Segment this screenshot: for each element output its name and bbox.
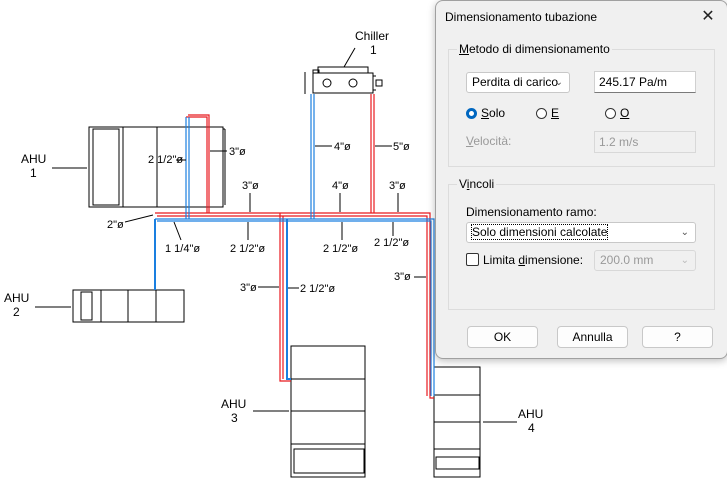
pipe-size-label: 2 1/2"ø [300, 283, 335, 295]
ahu-4-unit[interactable] [433, 366, 481, 478]
supply-pipes [155, 94, 434, 399]
radio-selected-icon [466, 108, 477, 119]
pipe-sizing-dialog: Dimensionamento tubazione ✕ Metodo di di… [435, 0, 727, 359]
ahu-2-unit[interactable] [72, 289, 185, 323]
branch-sizing-label: Dimensionamento ramo: [466, 205, 597, 219]
ok-button[interactable]: OK [467, 326, 538, 348]
pipe-size-label: 4"ø [332, 180, 349, 192]
dialog-title: Dimensionamento tubazione [445, 10, 598, 24]
close-icon[interactable]: ✕ [701, 8, 715, 25]
branch-sizing-select[interactable]: Solo dimensioni calcolate ⌄ [466, 222, 696, 243]
pipe-size-label: 3"ø [389, 180, 406, 192]
checkbox-icon [466, 253, 479, 266]
pipe-size-label: 4"ø [334, 141, 351, 153]
ahu-1-number: 1 [30, 166, 37, 180]
pipe-size-label: 3"ø [242, 180, 259, 192]
pipe-size-label: 2 1/2"ø [148, 154, 183, 166]
ahu-1-unit[interactable] [88, 126, 226, 208]
velocity-input[interactable]: 1.2 m/s [594, 131, 696, 153]
pipe-size-label: 3"ø [229, 146, 246, 158]
ahu-3-label: AHU [221, 397, 246, 411]
ahu-2-label: AHU [4, 291, 29, 305]
chevron-down-icon: ⌄ [680, 255, 689, 266]
ahu-2-number: 2 [13, 305, 20, 319]
radio-and[interactable]: E [536, 105, 559, 121]
pipe-size-label: 3"ø [240, 282, 257, 294]
radio-icon [536, 108, 547, 119]
pressure-drop-input[interactable]: 245.17 Pa/m [594, 71, 696, 93]
ahu-3-unit[interactable] [290, 345, 366, 478]
ahu-3-number: 3 [231, 411, 238, 425]
chiller-label: Chiller [355, 29, 389, 43]
limit-size-select[interactable]: 200.0 mm ⌄ [594, 250, 696, 271]
sizing-method-group: Metodo di dimensionamento Perdita di car… [448, 42, 715, 167]
pipe-size-label: 1 1/4"ø [165, 243, 200, 255]
help-button[interactable]: ? [642, 326, 713, 348]
ahu-4-number: 4 [528, 421, 535, 435]
pipe-size-label: 5"ø [393, 141, 410, 153]
constraints-group-label: Vincoli [457, 177, 497, 191]
dialog-titlebar[interactable]: Dimensionamento tubazione ✕ [436, 1, 727, 33]
chiller-unit[interactable] [304, 47, 383, 94]
pipe-size-label: 2"ø [107, 219, 124, 231]
radio-icon [605, 108, 616, 119]
sizing-method-group-label: Metodo di dimensionamento [457, 42, 612, 56]
velocity-label: Velocità: [466, 134, 512, 148]
chevron-down-icon: ⌄ [554, 77, 563, 88]
radio-or[interactable]: O [605, 105, 629, 121]
return-pipes [154, 94, 435, 396]
cancel-button[interactable]: Annulla [557, 326, 628, 348]
pipe-network[interactable] [154, 94, 435, 399]
pipe-size-label: 2 1/2"ø [323, 243, 358, 255]
sizing-method-select[interactable]: Perdita di carico ⌄ [466, 72, 570, 93]
pipe-size-label: 3"ø [394, 271, 411, 283]
limit-size-checkbox[interactable]: Limita dimensione: [466, 253, 583, 267]
chiller-number: 1 [370, 43, 377, 57]
pipe-size-label: 2 1/2"ø [230, 243, 265, 255]
chevron-down-icon: ⌄ [680, 227, 689, 238]
ahu-4-label: AHU [518, 407, 543, 421]
constraints-group: Vincoli Dimensionamento ramo: Solo dimen… [448, 177, 715, 310]
pipe-size-label: 2 1/2"ø [374, 237, 409, 249]
radio-only[interactable]: Solo [466, 105, 505, 121]
ahu-1-label: AHU [21, 152, 46, 166]
